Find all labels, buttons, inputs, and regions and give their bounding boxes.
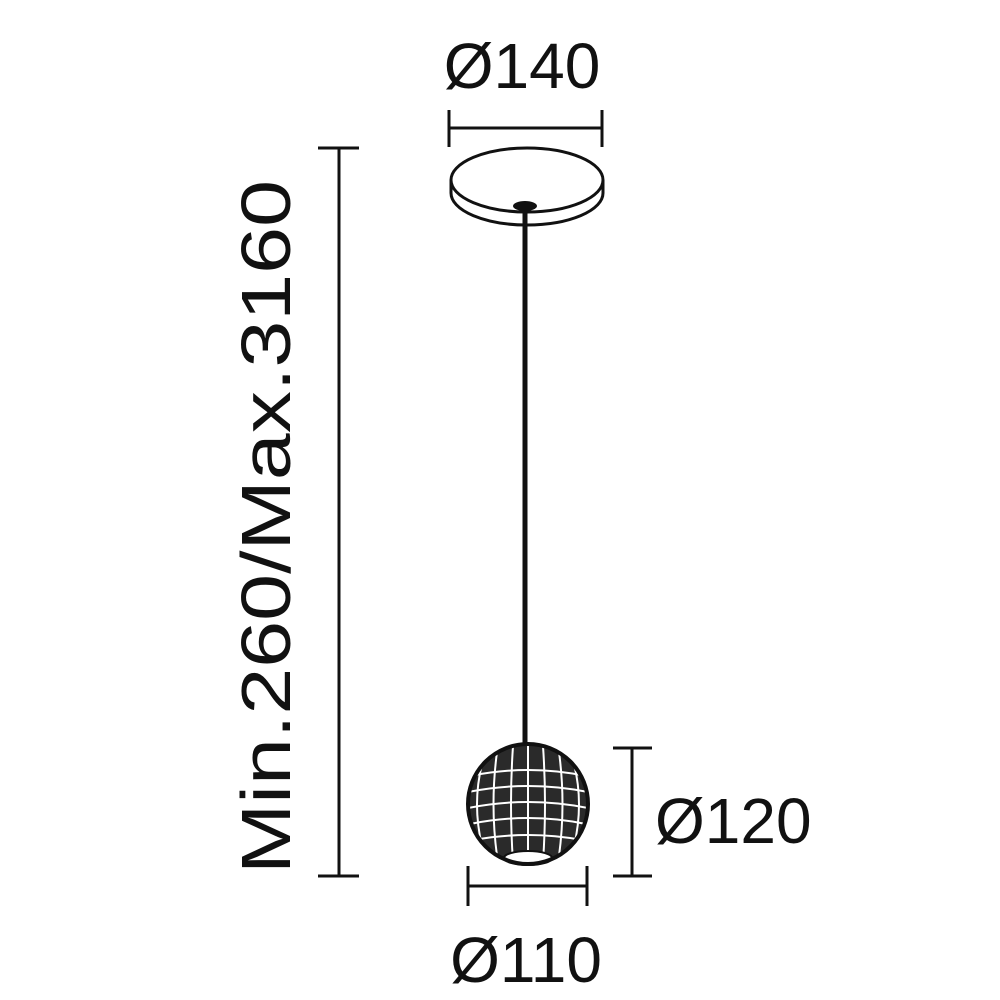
shade-pattern [468,744,588,864]
shade-diameter-label: Ø110 [450,924,602,996]
spherical-shade [466,742,590,866]
shade-height-dimension [613,746,652,878]
cable-anchor [513,201,537,211]
shade-outline [466,742,590,866]
shade-width-dimension [466,866,589,906]
suspension-dimension [318,146,359,878]
shade-height-label: Ø120 [655,785,812,857]
suspension-length-label: Min.260/Max.3160 [227,180,305,874]
canopy-diameter-label: Ø140 [444,30,601,102]
canopy-dimension [447,110,604,147]
